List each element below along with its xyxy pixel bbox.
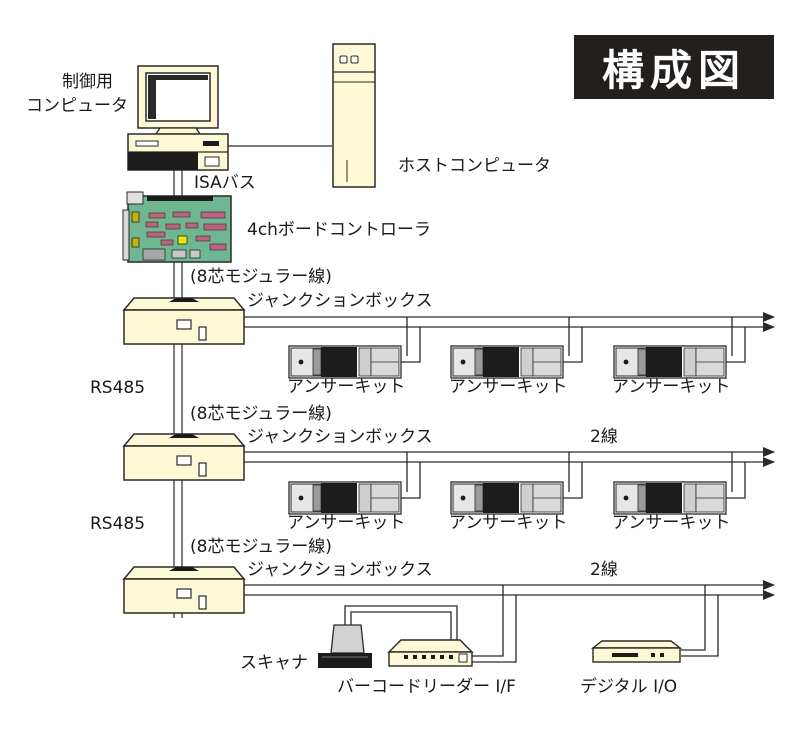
bus-row-3 <box>244 580 775 663</box>
rs485-label-1: RS485 <box>90 378 146 398</box>
junction-box-2 <box>123 433 245 481</box>
modular-cable-label-2: (8芯モジュラー線) <box>190 404 332 424</box>
control-computer <box>127 65 229 171</box>
control-pc-label-line2: コンピュータ <box>26 96 128 116</box>
scanner <box>318 624 372 668</box>
junction-box-label-2: ジャンクションボックス <box>247 427 433 447</box>
barcode-reader-if-label: バーコードリーダー I/F <box>337 677 516 697</box>
answer-kit-2-3 <box>613 481 727 515</box>
isa-bus-label: ISAバス <box>194 173 256 193</box>
host-computer <box>332 43 376 188</box>
scanner-label: スキャナ <box>240 653 308 673</box>
barcode-reader-if <box>387 639 474 667</box>
junction-box-label-1: ジャンクションボックス <box>247 291 433 311</box>
answer-kit-label-1-2: アンサーキット <box>449 377 568 397</box>
answer-kit-1-3 <box>613 345 727 379</box>
answer-kit-2-1 <box>288 481 402 515</box>
modular-cable-label-3: (8芯モジュラー線) <box>190 537 332 557</box>
bus-row-1 <box>244 312 775 363</box>
board-label: 4chボードコントローラ <box>247 220 431 240</box>
answer-kit-label-1-3: アンサーキット <box>612 377 731 397</box>
junction-box-1 <box>123 297 245 345</box>
bus-row-2 <box>244 447 775 499</box>
control-pc-label-line1: 制御用 <box>62 72 113 92</box>
answer-kit-label-2-3: アンサーキット <box>612 513 731 533</box>
two-wire-label-1: 2線 <box>590 427 618 447</box>
digital-io-label: デジタル I/O <box>580 677 678 697</box>
two-wire-label-2: 2線 <box>590 560 618 580</box>
junction-box-label-3: ジャンクションボックス <box>247 560 433 580</box>
digital-io <box>590 640 683 663</box>
rs485-label-2: RS485 <box>90 514 146 534</box>
diagram-title: 構成図 <box>574 35 774 99</box>
answer-kit-1-2 <box>450 345 564 379</box>
answer-kit-1-1 <box>288 345 402 379</box>
answer-kit-2-2 <box>450 481 564 515</box>
answer-kit-label-2-1: アンサーキット <box>287 513 406 533</box>
host-pc-label: ホストコンピュータ <box>398 156 551 176</box>
answer-kit-label-2-2: アンサーキット <box>449 513 568 533</box>
board-controller <box>122 191 232 263</box>
answer-kit-label-1-1: アンサーキット <box>287 377 406 397</box>
junction-box-3 <box>123 566 245 614</box>
modular-cable-label-1: (8芯モジュラー線) <box>190 267 332 287</box>
